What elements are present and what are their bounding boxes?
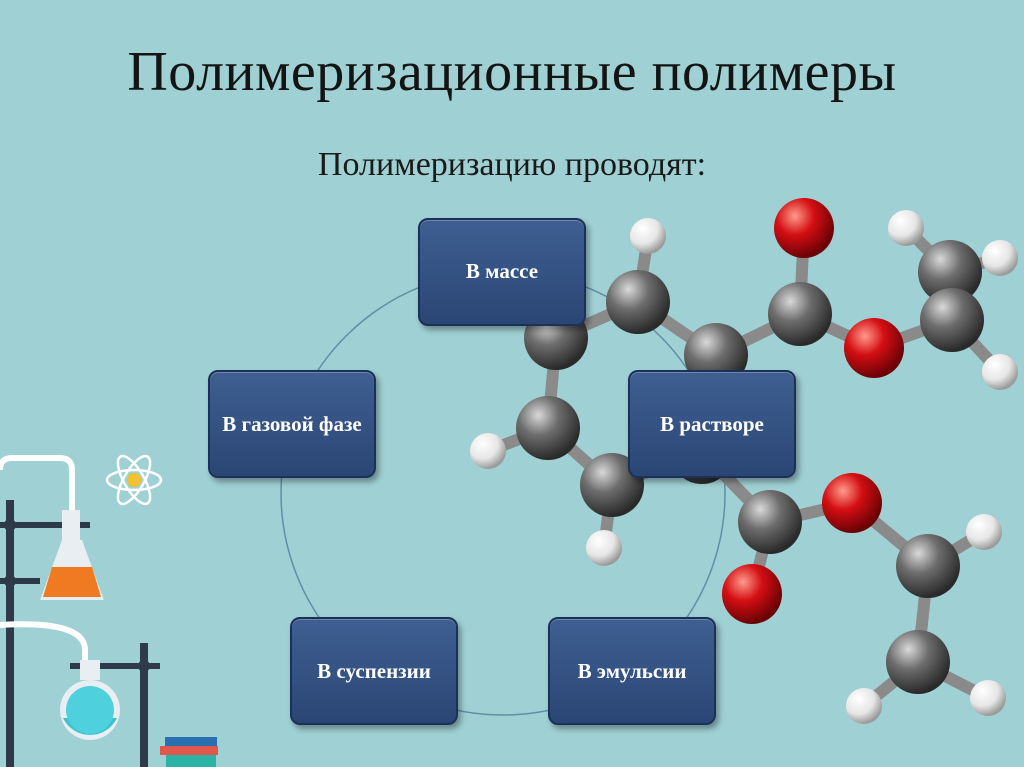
method-box-solution: В растворе xyxy=(628,370,796,478)
method-label-gas-phase: В газовой фазе xyxy=(222,412,362,436)
method-label-suspension: В суспензии xyxy=(317,659,431,683)
slide-title: Полимеризационные полимеры xyxy=(127,41,897,103)
method-label-solution: В растворе xyxy=(660,412,764,436)
method-label-mass: В массе xyxy=(465,259,539,283)
chemistry-lab-icon xyxy=(0,455,218,767)
method-box-emulsion: В эмульсии xyxy=(548,617,716,725)
method-box-suspension: В суспензии xyxy=(290,617,458,725)
method-box-gas-phase: В газовой фазе xyxy=(208,370,376,478)
method-label-emulsion: В эмульсии xyxy=(577,659,687,683)
slide-subtitle: Полимеризацию проводят: xyxy=(317,146,707,183)
method-box-mass: В массе xyxy=(418,218,586,326)
atom-icon xyxy=(105,454,163,506)
